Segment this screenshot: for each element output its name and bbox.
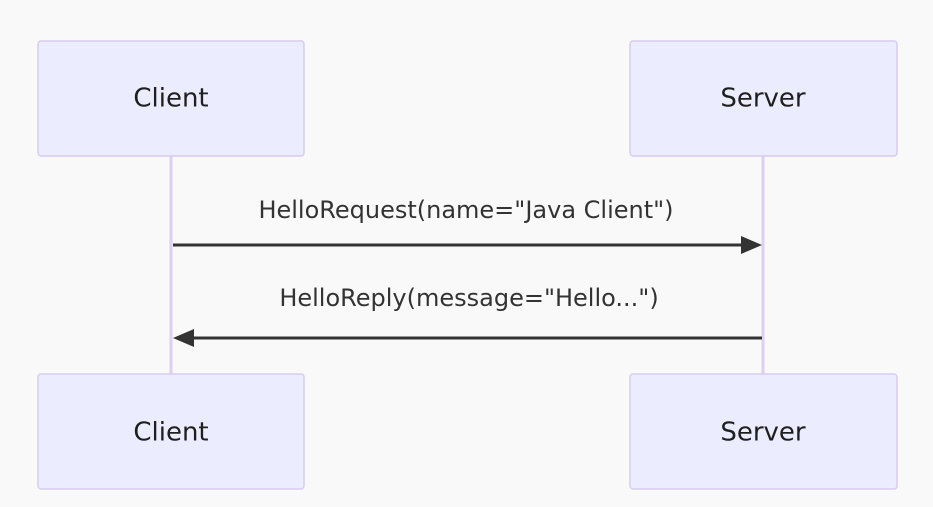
actor-server-top: Server [629, 40, 898, 157]
arrowhead-left-icon [173, 329, 194, 347]
actor-server-bottom-label: Server [720, 418, 806, 448]
message-hello-reply-label: HelloReply(message="Hello...") [279, 284, 658, 312]
message-hello-reply: HelloReply(message="Hello...") [173, 284, 762, 347]
actor-server-bottom: Server [629, 373, 898, 490]
actor-server-top-label: Server [720, 84, 806, 114]
actor-client-top: Client [37, 40, 305, 157]
message-hello-request: HelloRequest(name="Java Client") [173, 196, 762, 254]
arrowhead-right-icon [741, 236, 762, 254]
actor-client-top-label: Client [133, 84, 208, 114]
actor-client-bottom-label: Client [133, 418, 208, 448]
actor-client-bottom: Client [37, 373, 305, 490]
message-hello-request-label: HelloRequest(name="Java Client") [258, 196, 673, 224]
